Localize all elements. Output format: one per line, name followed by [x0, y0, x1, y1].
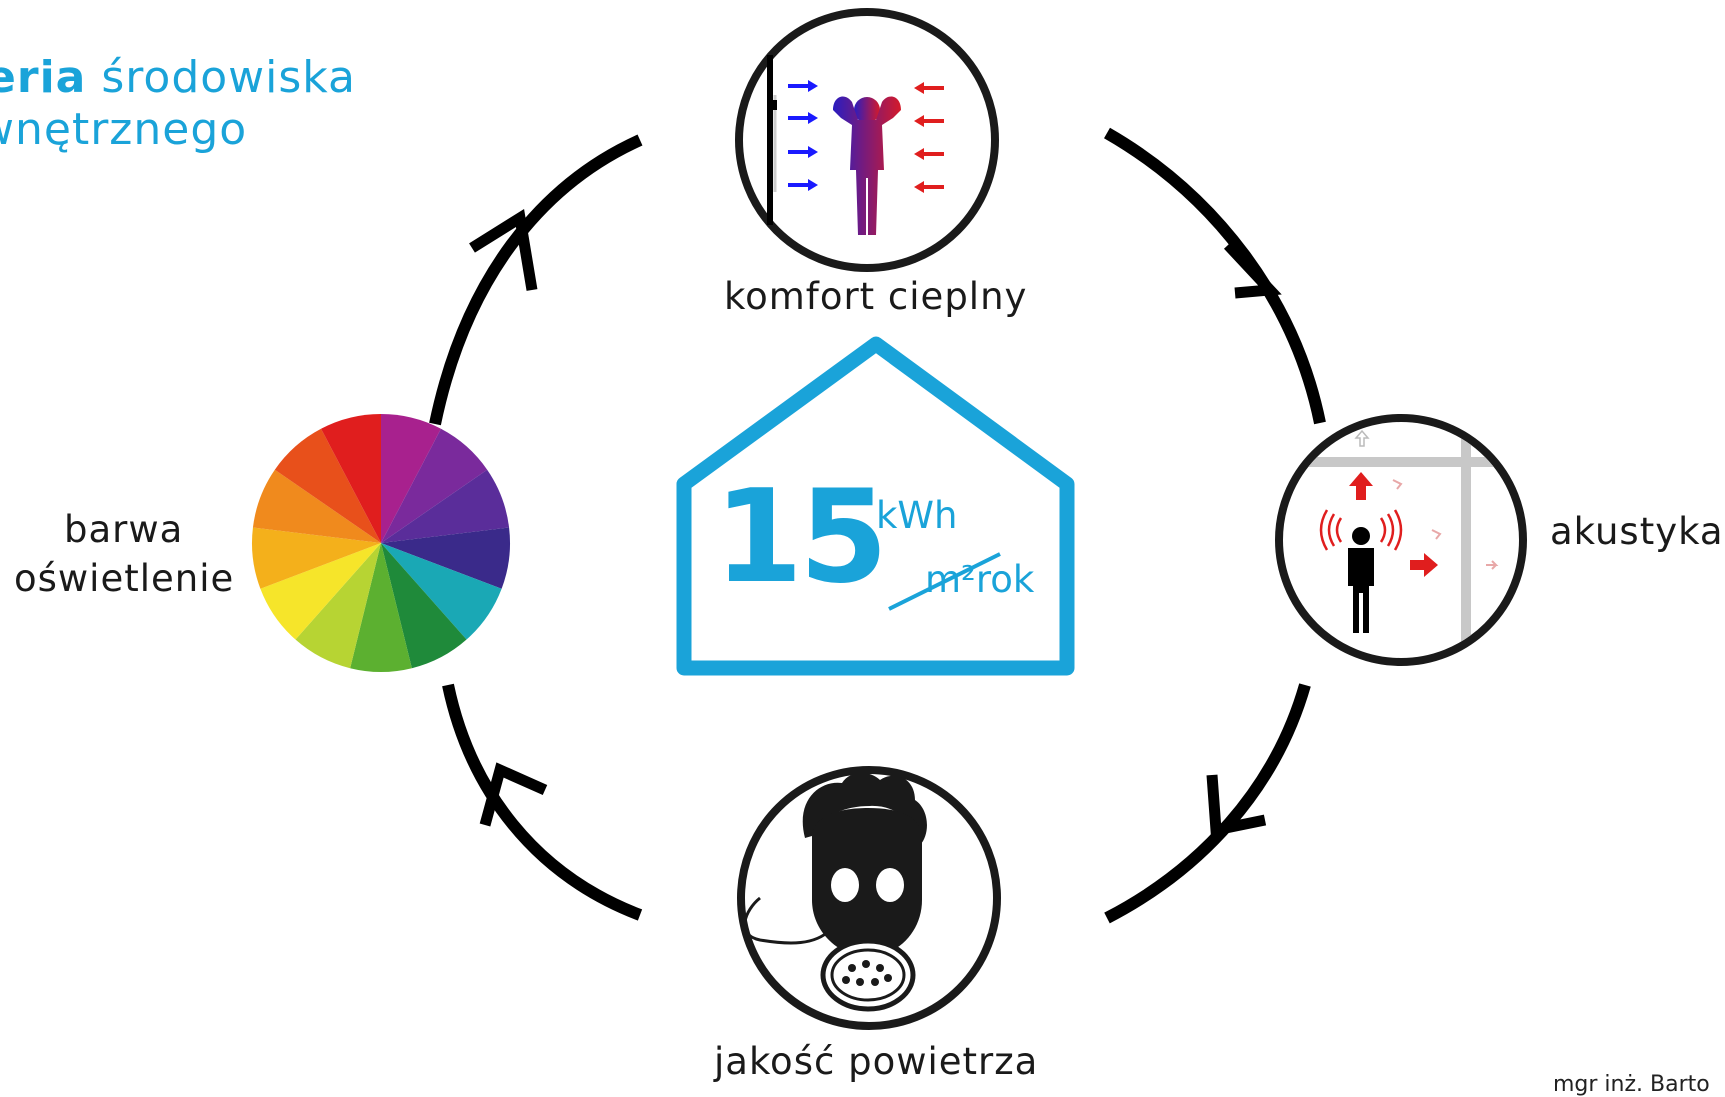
arc-thermal-to-acoustic	[1104, 127, 1326, 425]
label-acoustics: akustyka	[1550, 510, 1724, 553]
energy-unit-bottom: m²rok	[925, 558, 1035, 601]
color-wheel-segment	[274, 428, 381, 543]
energy-unit-top: kWh	[876, 494, 958, 537]
label-lighting: oświetlenie	[14, 557, 235, 600]
author-credit: mgr inż. Barto	[1553, 1072, 1710, 1097]
label-thermal-comfort: komfort cieplny	[724, 275, 1028, 318]
color-wheel-segment	[381, 543, 502, 640]
arrow-head-down-right-lower	[1206, 774, 1267, 837]
house-outline-icon	[676, 336, 1075, 676]
color-wheel-segment	[381, 469, 510, 543]
color-wheel-segment	[381, 543, 467, 669]
thermal-comfort-icon	[735, 8, 999, 272]
color-wheel-segment	[252, 527, 381, 589]
color-wheel-segment	[381, 527, 510, 589]
arc-light-to-thermal	[429, 134, 643, 426]
color-wheel-segment	[321, 414, 381, 543]
color-wheel-segment	[295, 543, 381, 669]
color-wheel-segment	[381, 428, 488, 543]
color-wheel-segment	[260, 543, 381, 640]
color-wheel-segment	[350, 543, 412, 672]
acoustics-icon	[1275, 414, 1527, 666]
arc-acoustic-to-air	[1104, 683, 1311, 924]
arrow-head-down-right	[1223, 241, 1282, 299]
title-line-2: wnętrznego	[0, 104, 248, 155]
color-wheel-segment	[381, 414, 441, 543]
arrow-head-up-left	[469, 208, 538, 291]
arc-air-to-light	[442, 683, 643, 921]
arrow-head-up-left-lower	[479, 762, 548, 827]
title-line-1: teria środowiska	[0, 52, 356, 103]
color-wheel-icon	[252, 414, 510, 672]
gas-mask-icon	[737, 766, 1001, 1030]
label-light-colour: barwa	[64, 508, 184, 551]
label-air-quality: jakość powietrza	[714, 1040, 1039, 1083]
energy-value: 15	[714, 463, 888, 612]
color-wheel-segment	[252, 469, 381, 543]
